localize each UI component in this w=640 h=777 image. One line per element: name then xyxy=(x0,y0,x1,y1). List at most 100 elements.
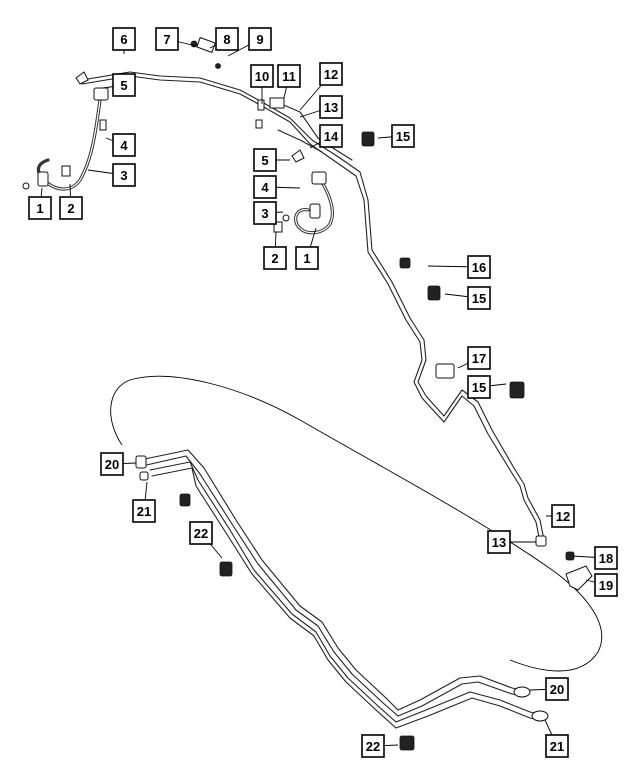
callout-box xyxy=(545,734,569,758)
callout-box xyxy=(253,175,277,199)
callout-15: 15 xyxy=(467,286,491,310)
callout-box xyxy=(112,163,136,187)
callout-13: 13 xyxy=(487,530,511,554)
callout-2: 2 xyxy=(59,196,83,220)
callout-label: 5 xyxy=(261,153,268,168)
callout-16: 16 xyxy=(467,255,491,279)
front-left-brake-hose xyxy=(22,87,109,191)
callout-box xyxy=(361,734,385,758)
callout-box xyxy=(112,133,136,157)
callout-14: 14 xyxy=(319,124,343,148)
callout-label: 22 xyxy=(194,526,208,541)
callout-label: 4 xyxy=(261,180,269,195)
callout-22: 22 xyxy=(361,734,385,758)
callout-box xyxy=(155,27,179,51)
callout-box xyxy=(467,346,491,370)
callout-label: 18 xyxy=(599,551,613,566)
callout-box xyxy=(319,124,343,148)
callout-label: 1 xyxy=(36,201,43,216)
clips-and-fittings xyxy=(75,36,593,751)
callout-label: 15 xyxy=(396,129,410,144)
callout-box xyxy=(215,27,239,51)
callout-13: 13 xyxy=(319,95,343,119)
callout-9: 9 xyxy=(248,27,272,51)
callout-7: 7 xyxy=(155,27,179,51)
callout-box xyxy=(594,546,618,570)
callout-box xyxy=(189,521,213,545)
callout-box xyxy=(248,27,272,51)
callout-12: 12 xyxy=(551,504,575,528)
callout-label: 22 xyxy=(366,739,380,754)
callout-label: 15 xyxy=(472,291,486,306)
callout-box xyxy=(253,148,277,172)
callout-box xyxy=(319,95,343,119)
callout-box xyxy=(391,124,415,148)
rear-line-group-outline xyxy=(110,375,603,672)
callout-box xyxy=(112,73,136,97)
callout-label: 2 xyxy=(271,251,278,266)
callout-label: 4 xyxy=(120,138,128,153)
callout-label: 12 xyxy=(556,509,570,524)
callout-15: 15 xyxy=(467,375,491,399)
callout-label: 20 xyxy=(550,682,564,697)
callout-box xyxy=(253,201,277,225)
callout-box xyxy=(467,286,491,310)
callout-label: 9 xyxy=(256,32,263,47)
callout-label: 13 xyxy=(492,535,506,550)
callout-10: 10 xyxy=(250,64,274,88)
callout-box xyxy=(28,196,52,220)
callout-box xyxy=(132,499,156,523)
callout-4: 4 xyxy=(112,133,136,157)
callout-box xyxy=(594,573,618,597)
main-brake-tube xyxy=(81,71,545,543)
callout-label: 8 xyxy=(223,32,230,47)
callout-22: 22 xyxy=(189,521,213,545)
callout-1: 1 xyxy=(295,246,319,270)
callout-label: 21 xyxy=(137,504,151,519)
callout-8: 8 xyxy=(215,27,239,51)
callout-box xyxy=(295,246,319,270)
rear-brake-tubes xyxy=(139,449,541,729)
callout-box xyxy=(545,677,569,701)
callout-4: 4 xyxy=(253,175,277,199)
callout-box xyxy=(263,246,287,270)
callout-label: 21 xyxy=(550,739,564,754)
front-right-brake-hose xyxy=(273,171,335,235)
callout-5: 5 xyxy=(253,148,277,172)
callout-box xyxy=(250,64,274,88)
callout-label: 17 xyxy=(472,351,486,366)
callout-label: 14 xyxy=(324,129,339,144)
callout-label: 3 xyxy=(261,206,268,221)
callout-box xyxy=(467,375,491,399)
callout-label: 12 xyxy=(324,67,338,82)
callout-19: 19 xyxy=(594,573,618,597)
callout-11: 11 xyxy=(277,64,301,88)
callout-12: 12 xyxy=(319,62,343,86)
callout-box xyxy=(100,452,124,476)
callout-label: 7 xyxy=(163,32,170,47)
callout-box xyxy=(467,255,491,279)
callout-label: 5 xyxy=(120,78,127,93)
callout-label: 1 xyxy=(303,251,310,266)
callout-box xyxy=(112,27,136,51)
callout-box xyxy=(59,196,83,220)
callout-20: 20 xyxy=(100,452,124,476)
callout-20: 20 xyxy=(545,677,569,701)
callout-21: 21 xyxy=(545,734,569,758)
callout-box xyxy=(487,530,511,554)
callout-label: 19 xyxy=(599,578,613,593)
callout-label: 6 xyxy=(120,32,127,47)
callout-15: 15 xyxy=(391,124,415,148)
callout-17: 17 xyxy=(467,346,491,370)
callout-3: 3 xyxy=(253,201,277,225)
callout-label: 2 xyxy=(67,201,74,216)
callout-label: 16 xyxy=(472,260,486,275)
callout-label: 3 xyxy=(120,168,127,183)
callout-2: 2 xyxy=(263,246,287,270)
callout-box xyxy=(319,62,343,86)
callout-label: 11 xyxy=(282,69,296,84)
callout-label: 15 xyxy=(472,380,486,395)
callout-18: 18 xyxy=(594,546,618,570)
callout-21: 21 xyxy=(132,499,156,523)
callout-1: 1 xyxy=(28,196,52,220)
